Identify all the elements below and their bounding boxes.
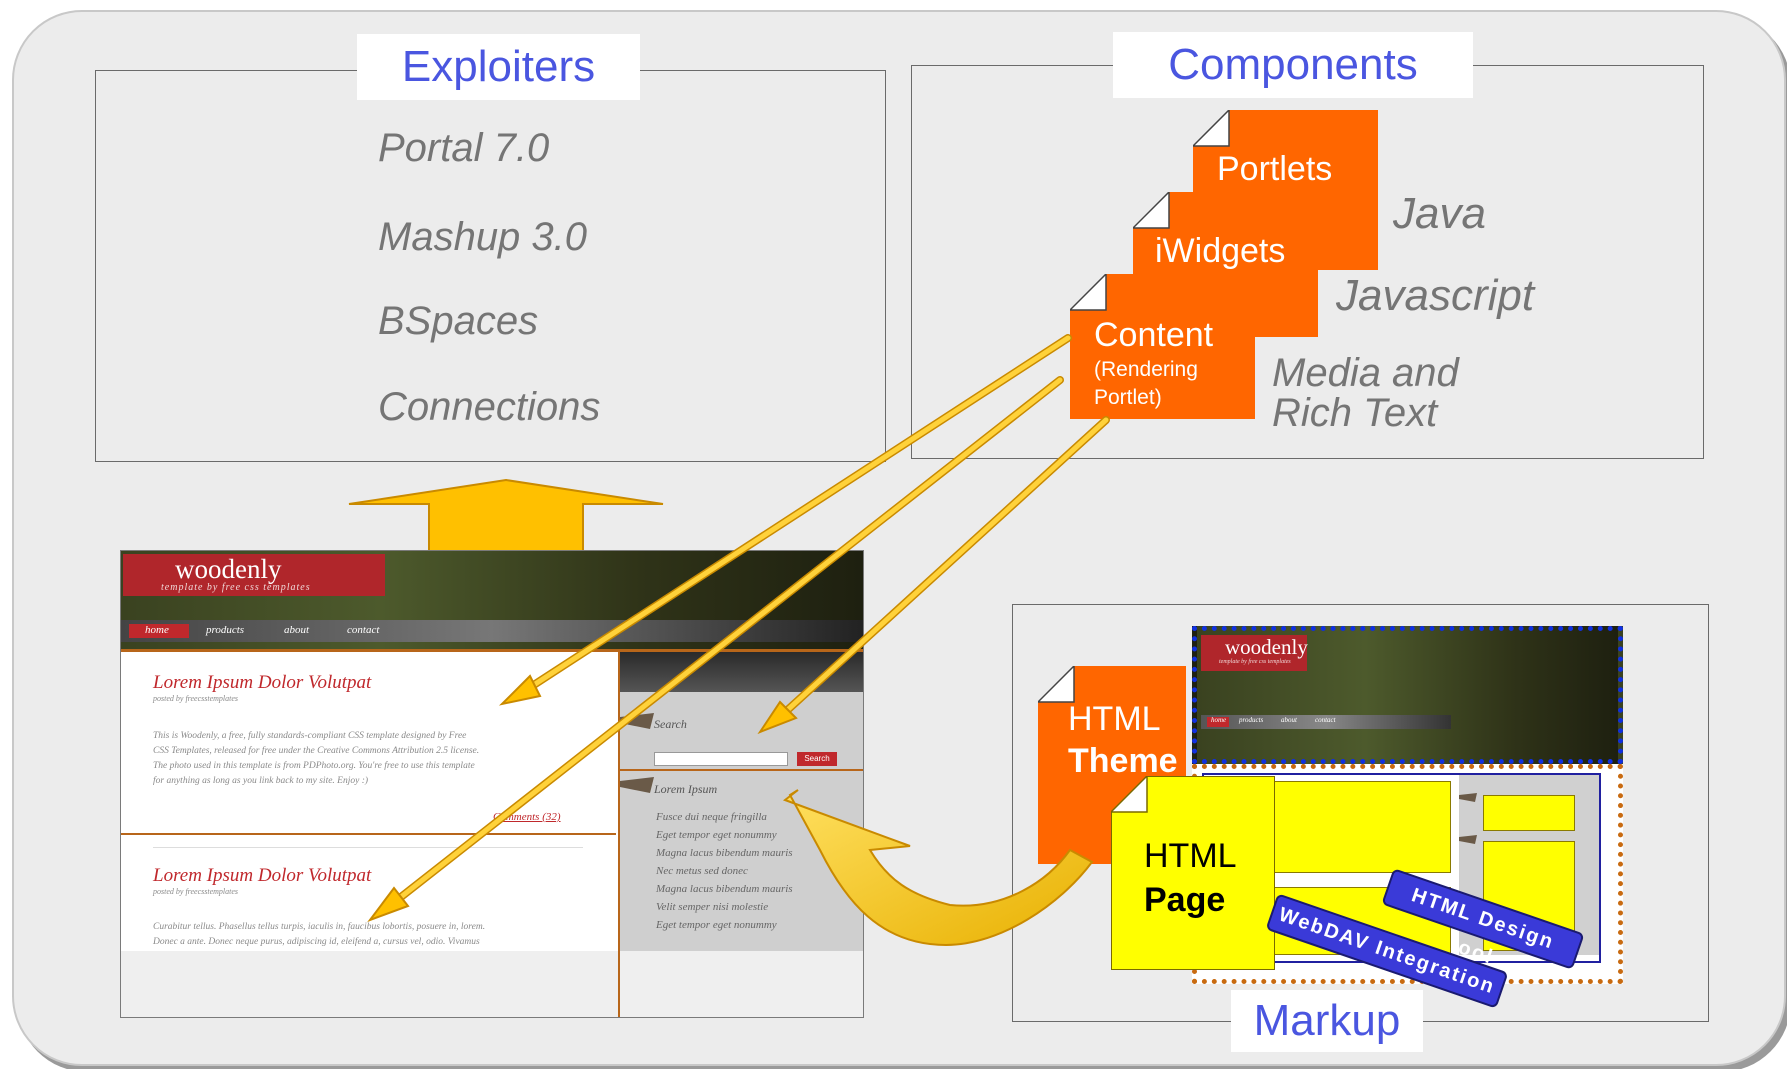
sidebar-list-divider — [652, 826, 822, 827]
html-page-fold-icon — [1111, 776, 1148, 813]
sidebar-list-divider — [652, 880, 822, 881]
html-theme-label-2: Theme — [1068, 742, 1178, 780]
content-sub-label-2: Portlet) — [1094, 386, 1162, 409]
mini-sidebar-block — [1483, 795, 1575, 831]
sidebar-border — [618, 649, 620, 1017]
website-screenshot: woodenly template by free css templates … — [120, 550, 864, 1018]
post2-posted-by: posted by freecsstemplates — [153, 887, 239, 896]
post2-title: Lorem Ipsum Dolor Volutpat — [153, 865, 372, 886]
portlets-label: Portlets — [1217, 150, 1333, 188]
html-page-label-1: HTML — [1144, 837, 1237, 875]
site-nav-products[interactable]: products — [206, 624, 245, 636]
content-label: Content — [1094, 316, 1214, 354]
portlets-fold-icon — [1193, 110, 1230, 147]
post1-line-3: The photo used in this template is from … — [153, 761, 475, 771]
mini-nav-home-bg — [1207, 717, 1229, 727]
sidebar-list-tab-icon — [620, 777, 654, 793]
post-divider-thin — [153, 847, 583, 848]
mini-nav-about: about — [1281, 716, 1297, 724]
lang-javascript: Javascript — [1336, 271, 1535, 320]
site-nav-home-bg — [129, 624, 189, 638]
site-logo: woodenly — [175, 554, 282, 584]
mini-logo-box — [1201, 635, 1307, 671]
markup-title: Markup — [1231, 990, 1423, 1052]
mini-logo: woodenly — [1225, 635, 1308, 659]
post1-line-4: for anything as long as you link back to… — [153, 776, 369, 786]
post2-line-1: Curabitur tellus. Phasellus tellus turpi… — [153, 922, 486, 932]
sidebar-list-divider — [652, 916, 822, 917]
mini-site-header: woodenly template by free css templates … — [1192, 626, 1623, 764]
mini-sidebar-tab-icon — [1459, 793, 1477, 802]
post2-line-2: Donec a ante. Donec neque purus, adipisc… — [153, 937, 480, 947]
exploiter-bspaces: BSpaces — [378, 299, 539, 343]
sidebar-list-divider — [652, 844, 822, 845]
post1-line-2: CSS Templates, released for free under t… — [153, 746, 480, 756]
site-nav-home[interactable]: home — [145, 624, 169, 636]
sidebar-rule — [620, 769, 863, 771]
html-theme-label-1: HTML — [1068, 700, 1161, 738]
sidebar-search-button[interactable]: Search — [797, 752, 837, 766]
sidebar-list-item[interactable]: Fusce dui neque fringilla — [656, 811, 767, 823]
mini-nav-products: products — [1239, 716, 1264, 724]
exploiters-title: Exploiters — [357, 34, 640, 100]
sidebar-list-divider — [652, 862, 822, 863]
sidebar-search-title: Search — [654, 717, 687, 731]
lang-java: Java — [1393, 189, 1486, 238]
site-header-rule — [121, 649, 863, 652]
sidebar-list-item[interactable]: Nec metus sed donec — [656, 865, 748, 877]
mini-nav-home: home — [1211, 716, 1227, 724]
sidebar-list: Fusce dui neque fringilla Eget tempor eg… — [620, 807, 863, 947]
sidebar-list-item[interactable]: Velit semper nisi molestie — [656, 901, 769, 913]
exploiter-mashup: Mashup 3.0 — [378, 215, 588, 259]
exploiter-portal: Portal 7.0 — [378, 126, 550, 170]
sidebar-search-input[interactable] — [654, 752, 788, 766]
site-logo-box — [123, 554, 385, 596]
post1-title: Lorem Ipsum Dolor Volutpat — [153, 672, 372, 693]
mini-nav-contact: contact — [1315, 716, 1336, 724]
html-theme-fold-icon — [1038, 666, 1075, 703]
sidebar-list-item[interactable]: Magna lacus bibendum mauris — [656, 847, 793, 859]
mini-tagline: template by free css templates — [1219, 659, 1291, 665]
curved-return-arrow — [782, 789, 1094, 947]
iwidgets-label: iWidgets — [1155, 232, 1286, 270]
sidebar-list-divider — [652, 934, 822, 935]
mini-sidebar-tab-icon — [1459, 835, 1477, 844]
post1-line-1: This is Woodenly, a free, fully standard… — [153, 731, 467, 741]
sidebar-list-item[interactable]: Eget tempor eget nonummy — [656, 919, 777, 931]
mini-nav — [1201, 715, 1451, 729]
arrow-to-search — [757, 416, 1110, 735]
post-area-fade — [121, 951, 863, 1017]
sidebar-list-title: Lorem Ipsum — [654, 782, 718, 796]
arrow-to-post2 — [367, 376, 1064, 923]
content-sub-label-1: (Rendering — [1094, 358, 1198, 381]
site-tagline: template by free css templates — [161, 582, 311, 593]
site-nav-about[interactable]: about — [284, 624, 310, 636]
site-dark-band — [620, 652, 863, 692]
sidebar-list-divider — [652, 898, 822, 899]
site-nav — [121, 620, 863, 642]
arrow-to-post1 — [498, 334, 1072, 706]
components-title: Components — [1113, 32, 1473, 98]
sidebar-list-item[interactable]: Eget tempor eget nonummy — [656, 829, 777, 841]
post-divider — [121, 833, 616, 835]
post1-posted-by: posted by freecsstemplates — [153, 694, 239, 703]
site-nav-contact[interactable]: contact — [347, 624, 380, 636]
lang-media-1: Media and — [1272, 351, 1459, 395]
exploiter-connections: Connections — [378, 385, 601, 429]
iwidgets-fold-icon — [1133, 192, 1170, 229]
lang-media-2: Rich Text — [1272, 391, 1438, 435]
sidebar-list-item[interactable]: Magna lacus bibendum mauris — [656, 883, 793, 895]
html-page-label-2: Page — [1144, 881, 1226, 919]
content-fold-icon — [1070, 274, 1107, 311]
